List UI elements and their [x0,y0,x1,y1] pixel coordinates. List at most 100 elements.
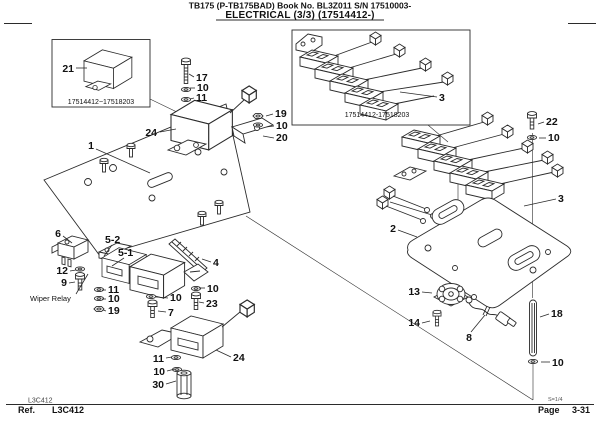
part-23-bolt [191,291,201,310]
callout-leader-17 [188,73,195,78]
part-19-nut [252,113,264,119]
callout-18: 18 [551,308,563,320]
callout-leader-11a [189,97,195,100]
part-11-washer [93,286,105,293]
footer-doc-code: L3C412 [28,398,53,405]
callout-leader-3a [399,91,438,98]
callout-17: 17 [196,72,208,84]
part-10-washer [93,295,105,302]
part-18-rod [529,299,537,357]
footer-scale-note: S=1/4 [548,397,563,403]
part-13-flasher [433,283,469,307]
part-30-spacer [176,369,192,400]
callout-leader-12 [69,269,77,272]
callout-leader-24b [215,349,232,358]
inset-box-3: 17514412-17518203 [291,29,471,126]
part-6-switch [51,235,90,268]
callout-5-1: 5-1 [118,247,133,259]
page-header: TB175 (P-TB175BAD) Book No. BL3Z011 S/N … [4,1,596,24]
callout-11c: 11 [153,353,164,365]
part-24-relay-top [166,85,257,156]
callout-leader-10b [265,125,275,128]
callout-leader-24a [159,128,177,133]
part-4-terminal-strip [168,238,209,282]
callout-leader-13 [421,291,433,294]
part-9-bolt-stack [74,266,86,291]
callout-leader-14 [421,320,431,324]
part-2-mounting-plate [407,197,572,309]
callout-3a: 3 [439,92,445,104]
connector-cube [239,299,255,318]
callout-leader-9 [68,281,76,284]
callout-1: 1 [88,140,94,152]
part-19-nut [93,306,105,312]
callout-leader-1 [95,148,151,174]
callout-24a: 24 [145,127,157,139]
part-23-bolt-stack [190,285,202,310]
callout-23: 23 [206,298,218,310]
callout-10a: 10 [197,82,209,94]
part-10-washer [145,293,157,300]
part-7-bolt [147,299,158,318]
footer-ref-label: Ref. [18,405,35,415]
callout-24b: 24 [233,352,245,364]
part-17-bolt [180,57,192,103]
callout-10f: 10 [170,292,182,304]
relay-unit [129,253,186,299]
serial-range-21: 17514412~17518203 [68,99,134,106]
part-8-cable [465,296,517,327]
part-10-washer [180,86,192,93]
callout-leader-5-2 [103,244,113,257]
callout-20: 20 [276,132,288,144]
callout-10d: 10 [552,357,564,369]
part-10-washer [526,134,538,141]
callout-10h: 10 [153,366,165,378]
callout-11a: 11 [196,92,207,104]
callout-8: 8 [466,332,472,344]
inset-box-21: 17514412~17518203 [51,39,151,108]
part-10-washer [527,358,539,365]
callout-11b: 11 [108,284,119,296]
callout-leader-4 [201,258,212,263]
callout-21: 21 [62,63,74,75]
part-22-bolt [526,111,538,141]
callout-19b: 19 [108,305,120,317]
callout-leader-30 [165,380,177,385]
callout-leader-18 [539,313,550,318]
part-14-bolt [432,309,442,327]
header-line1: TB175 (P-TB175BAD) Book No. BL3Z011 S/N … [189,1,412,11]
callout-13: 13 [408,286,420,298]
callout-10g: 10 [207,283,219,295]
part-3-fuse-harness [376,111,564,224]
callout-leader-19a [265,113,274,117]
part-10-washer [190,285,202,292]
footer-page-number: 3-31 [572,405,590,415]
callout-leader-19b [102,309,107,312]
callout-leader-7 [157,310,167,313]
callout-3b: 3 [558,193,564,205]
serial-range-3: 17514412-17518203 [345,112,410,119]
part-30-spacer-stack [170,354,192,400]
callout-7: 7 [168,307,174,319]
part-21-relay [83,49,133,91]
callout-leader-wiper-relay [75,273,89,295]
page-title: ELECTRICAL (3/3) (17514412-) [225,10,374,21]
callout-22: 22 [546,116,558,128]
callout-leader-3b [523,198,557,207]
callout-leader-2 [397,229,418,238]
part-5-1-wiper-relay [101,247,147,284]
callout-10b: 10 [276,120,288,132]
fuse-harness-inset [299,31,454,121]
callout-leader-23 [198,301,205,304]
callout-leader-10h [166,368,176,372]
callout-5-2: 5-2 [105,234,120,246]
callout-leader-11c [165,356,173,359]
part-11-washer [180,96,192,103]
part-10-washer [252,122,264,128]
callout-leader-20 [262,135,275,139]
callout-9: 9 [61,277,67,289]
callout-leader-5-1 [111,257,125,267]
callout-19a: 19 [275,108,287,120]
part-24-relay-bottom [138,299,255,359]
